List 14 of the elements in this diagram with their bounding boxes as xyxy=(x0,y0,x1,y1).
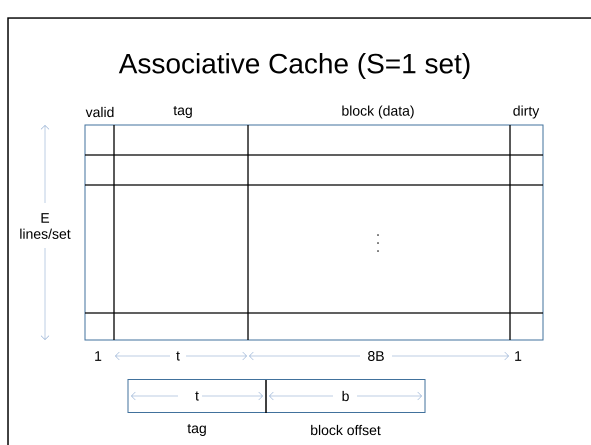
title: Associative Cache (S=1 set) xyxy=(118,52,470,80)
column-header: valid xyxy=(86,106,114,118)
dimension-label: 8B xyxy=(368,351,384,361)
dimension-label: 1 xyxy=(95,351,102,361)
field-caption: block offset xyxy=(311,424,381,436)
dimension-label: t xyxy=(176,351,180,361)
column-header: tag xyxy=(174,106,192,118)
dimension-label: E lines/set xyxy=(14,212,76,240)
field-caption: tag xyxy=(188,424,206,436)
address-field: t xyxy=(128,379,266,413)
address-field: b xyxy=(266,379,426,413)
column-header: block (data) xyxy=(342,105,414,119)
column-header: dirty xyxy=(513,105,540,119)
dimension-label: 1 xyxy=(515,351,522,361)
